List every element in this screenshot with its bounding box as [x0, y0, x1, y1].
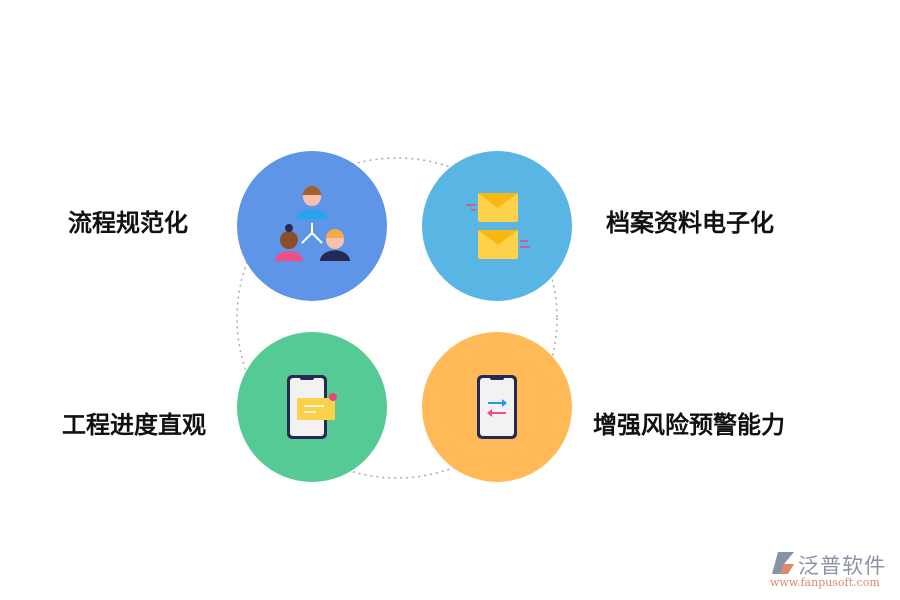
logo-name: 泛普软件 [798, 554, 886, 578]
brand-logo: 泛普软件 www.fanpusoft.com [768, 550, 898, 596]
label-archive: 档案资料电子化 [606, 209, 774, 237]
envelopes-icon [466, 193, 530, 259]
label-process: 流程规范化 [68, 209, 188, 237]
logo-url: www.fanpusoft.com [770, 576, 880, 589]
phone-message-icon [287, 375, 337, 439]
dotted-ring [236, 157, 558, 479]
label-progress: 工程进度直观 [62, 411, 206, 439]
phone-transfer-icon [477, 375, 517, 439]
circle-archive [422, 151, 572, 301]
label-risk: 增强风险预警能力 [593, 411, 785, 439]
people-hierarchy-icon [275, 186, 350, 261]
logo-mark-icon [772, 552, 794, 574]
